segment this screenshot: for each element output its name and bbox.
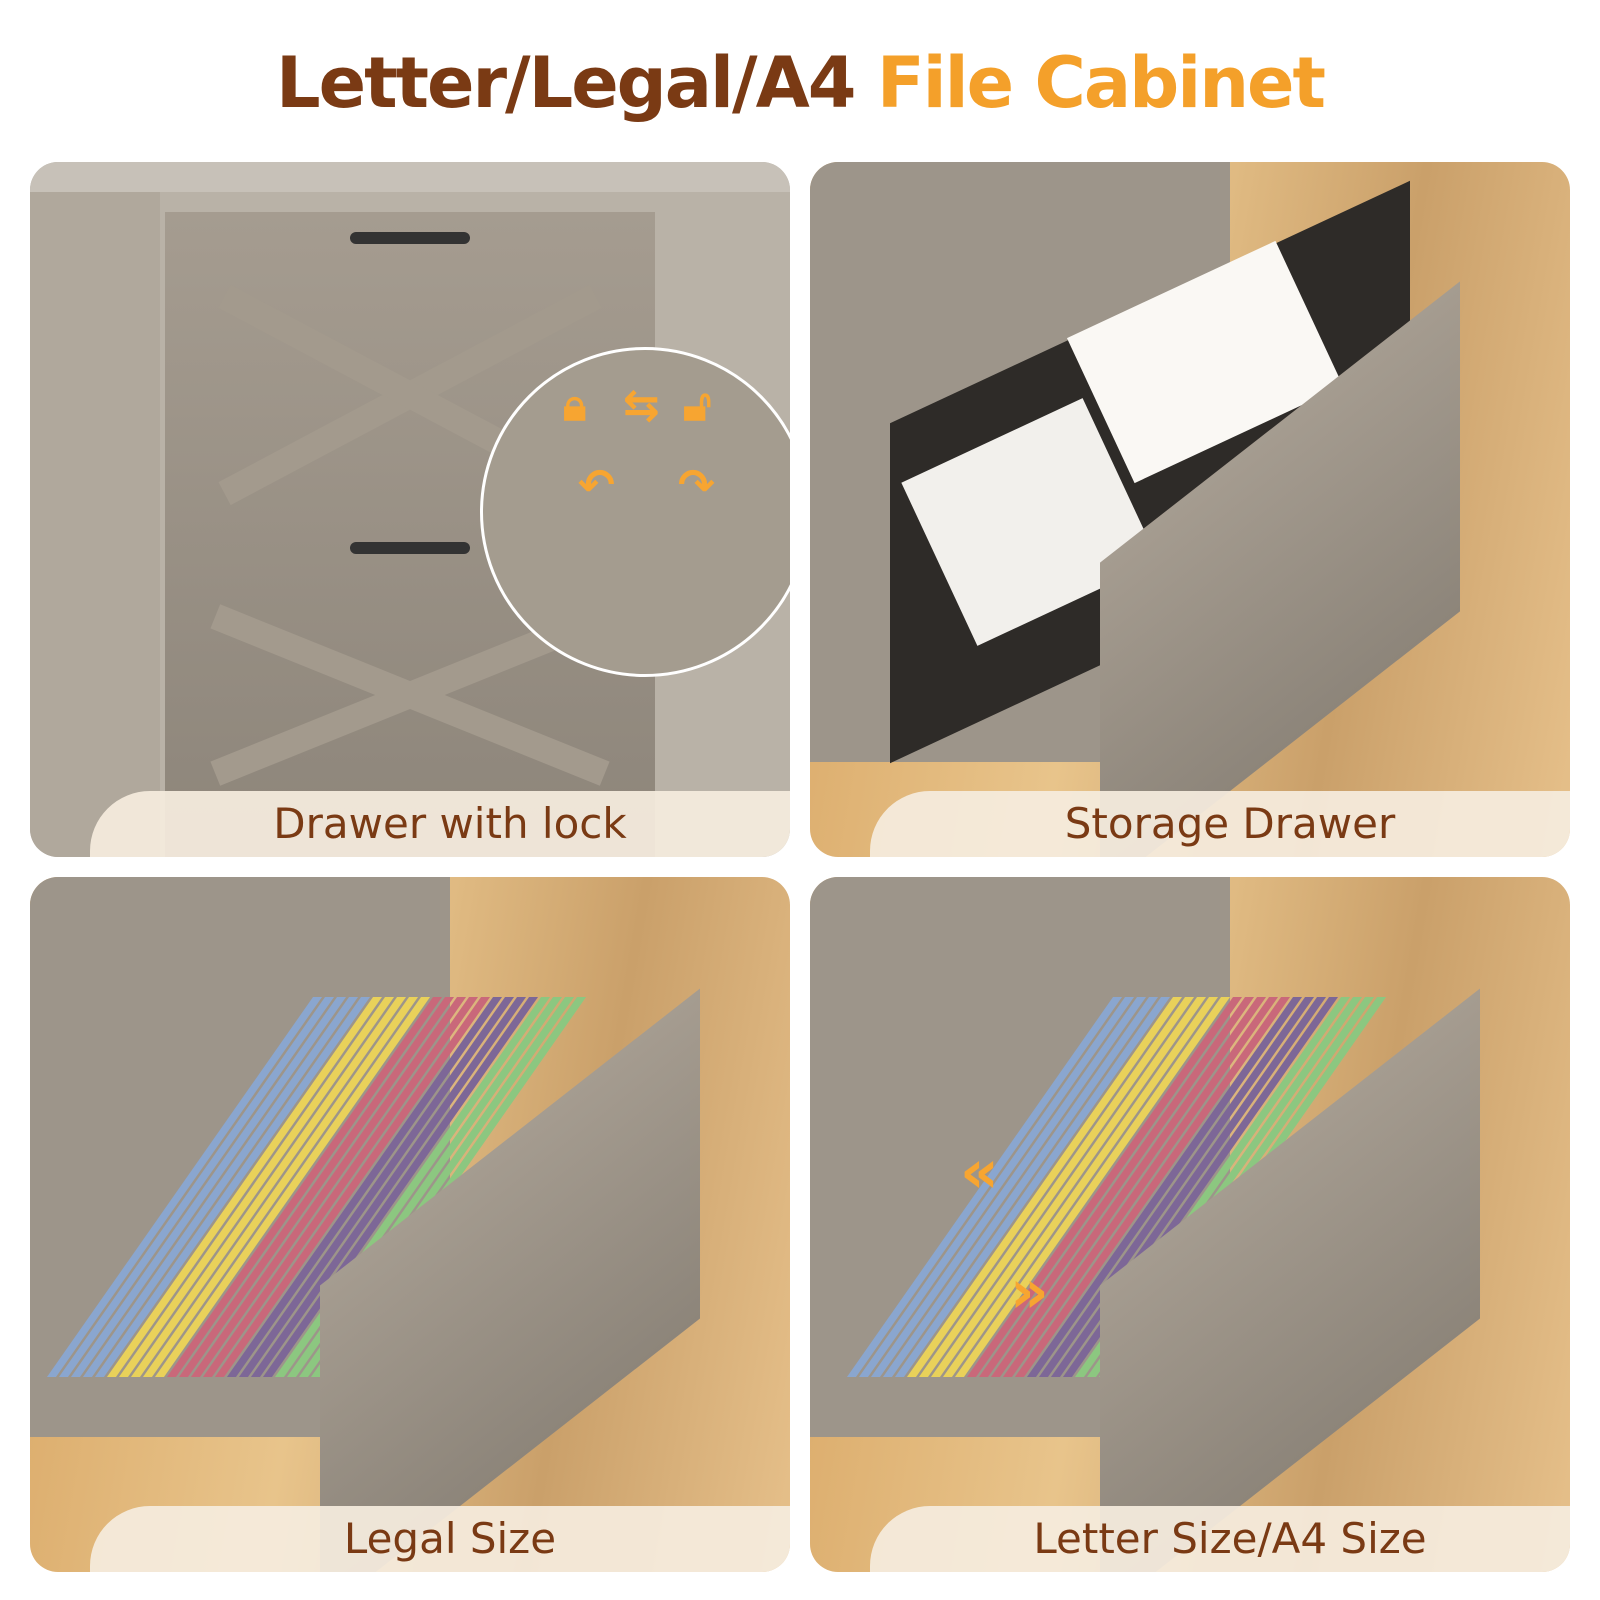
drawer-handle (350, 542, 470, 554)
drawer-handle (350, 232, 470, 244)
caption: Storage Drawer (870, 791, 1570, 857)
panel-letter-a4-size: « » Letter Size/A4 Size (810, 877, 1570, 1572)
swap-arrows-icon: ⇆ (623, 380, 660, 431)
caption: Letter Size/A4 Size (870, 1506, 1570, 1572)
panel-legal-size: Legal Size (30, 877, 790, 1572)
rotate-left-icon: ↶ (578, 460, 615, 511)
page-title: Letter/Legal/A4 File Cabinet (276, 42, 1326, 124)
panel-storage-drawer: Storage Drawer (810, 162, 1570, 857)
caption: Legal Size (90, 1506, 790, 1572)
compress-arrows-icon: » (1010, 1257, 1049, 1327)
caption: Drawer with lock (90, 791, 790, 857)
rotate-right-icon: ↷ (678, 460, 715, 511)
lock-icon: 🔒︎ (563, 380, 587, 431)
lock-detail-zoom: 🔒︎ ⇆ 🔓︎ ↶ ↷ (480, 347, 790, 677)
panel-drawer-with-lock: 🔒︎ ⇆ 🔓︎ ↶ ↷ Drawer with lock (30, 162, 790, 857)
compress-arrows-icon: « (960, 1137, 999, 1207)
cabinet-top (30, 162, 790, 192)
side-shelf (30, 192, 160, 857)
unlock-icon: 🔓︎ (683, 380, 712, 431)
